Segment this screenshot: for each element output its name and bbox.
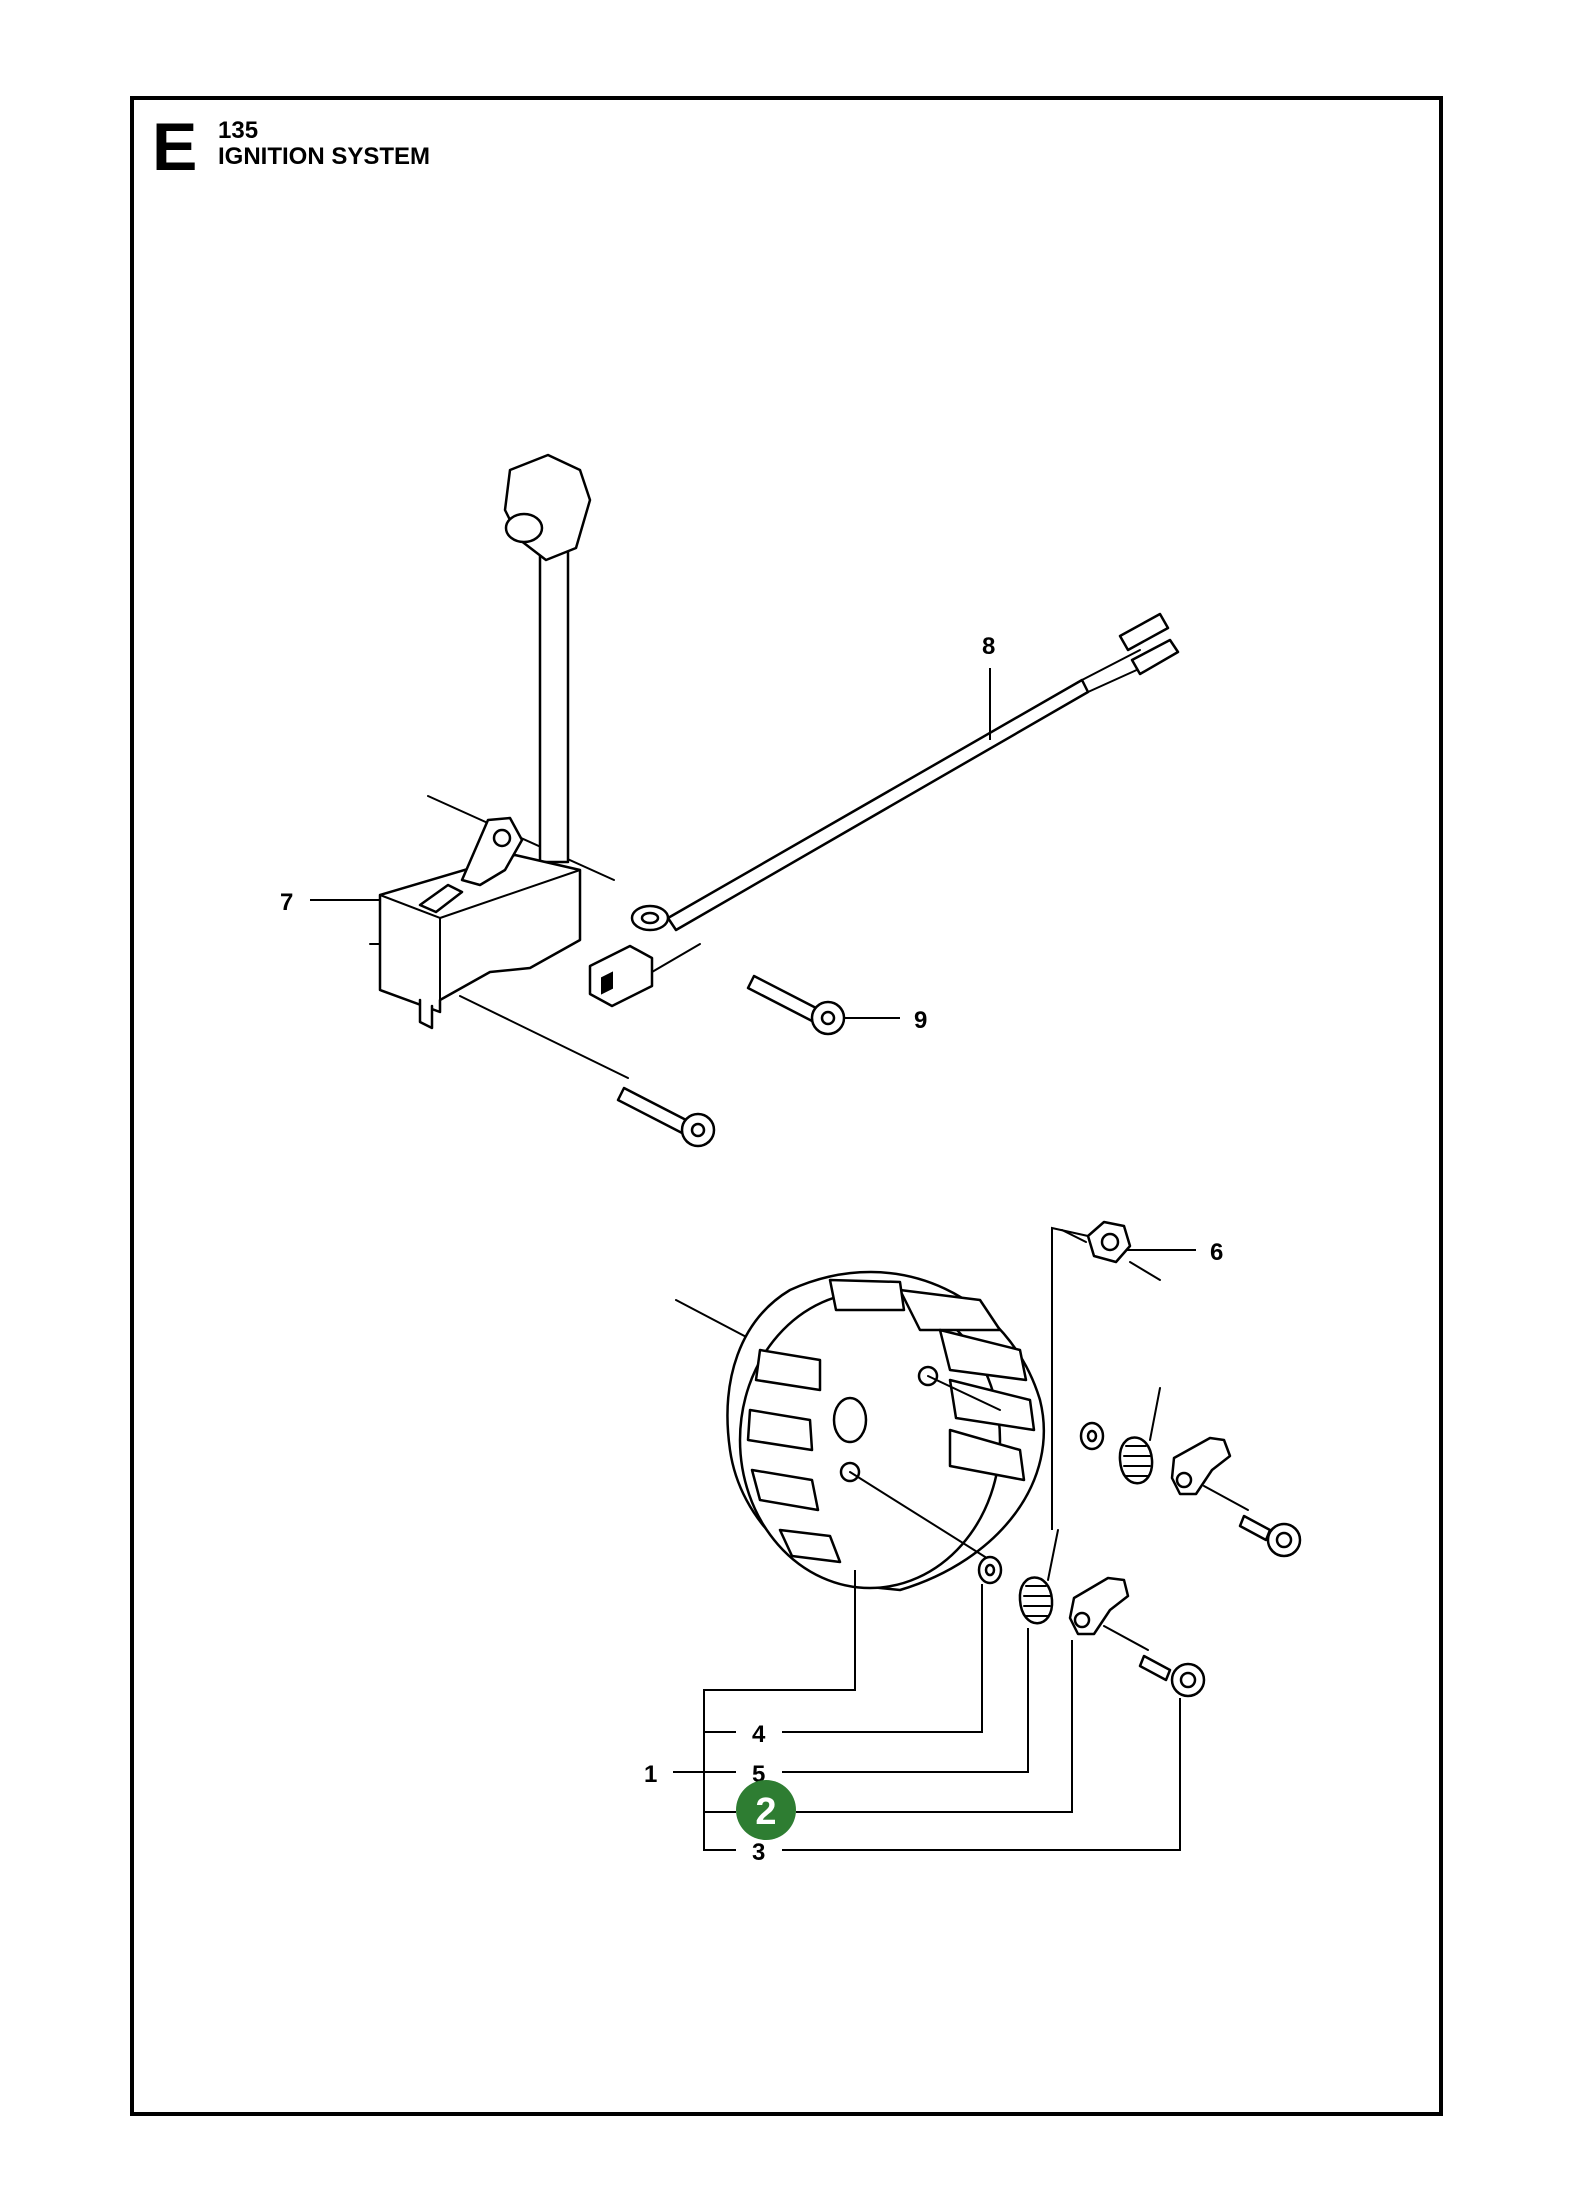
upper-pawl-screw-socket [1275,1531,1293,1549]
callout-3: 3 [752,1839,765,1866]
lower-pawl-hole [1073,1611,1091,1629]
flywheel-hub-hole [832,1396,868,1444]
lower-pawl-axis [1103,1625,1149,1651]
connector-wire [651,943,701,973]
callout-4: 4 [752,1721,766,1748]
wire-connector-pin [601,971,613,995]
flywheel-nut [1061,1220,1161,1281]
spark-plug-cap [503,453,592,562]
model-number: 135 [218,117,258,144]
fin-1 [898,1288,1002,1332]
fin-9 [828,1278,906,1312]
fin-4 [948,1428,1026,1482]
callout-2-badge[interactable]: 2 [736,1780,796,1840]
fin-7 [750,1468,820,1512]
ht-lead [538,543,570,864]
coil-lower-axis [459,995,629,1079]
fin-8 [778,1528,842,1564]
coil-screw-lower [616,1086,716,1148]
wire-cable [666,678,1090,932]
coil-tab [418,998,434,1030]
pawl-axis-lower [849,1471,991,1561]
upper-washer-hole [1086,1429,1098,1443]
upper-spring [1118,1436,1154,1485]
spark-plug-cap-opening [504,512,544,544]
coil-lug-hole [492,828,512,848]
leader-1-bracket [703,1570,856,1851]
page-frame [130,96,1443,2116]
upper-pawl-screw-shank [1238,1514,1272,1542]
nut-axis-right [1129,1261,1161,1281]
screw-socket-lower [690,1122,706,1138]
screw-shank-lower [616,1086,692,1136]
wire-upper-lead [1081,649,1141,681]
section-letter: E [152,109,197,185]
leader-4 [782,1584,983,1733]
wire-harness [588,612,1180,1008]
lower-spring [1018,1576,1054,1625]
screw-shank-upper [746,974,822,1024]
callout-1: 1 [644,1761,657,1788]
lower-washer-hole [984,1563,996,1577]
coil-screw-upper [746,974,846,1036]
lower-pawl-assembly [977,1529,1206,1698]
fin-5 [754,1348,822,1392]
ignition-coil [369,453,629,1079]
upper-pawl-axis [1203,1485,1249,1511]
leader-6-bracket [1051,1226,1089,1530]
nut-hole [1100,1232,1120,1252]
callout-8: 8 [982,633,995,660]
coil-terminal [418,883,464,914]
callout-2[interactable]: 2 [755,1791,776,1833]
callout-6: 6 [1210,1239,1223,1266]
page-title: IGNITION SYSTEM [218,143,430,170]
fin-3 [948,1378,1036,1432]
coil-body-top-edge [439,869,581,919]
coil-body [378,853,582,1014]
fin-2 [938,1328,1028,1382]
screw-socket-upper [820,1010,836,1026]
upper-pawl-hole [1175,1471,1193,1489]
callout-9: 9 [914,1007,927,1034]
upper-spring-leg [1149,1387,1161,1441]
spade-terminal-lower [1130,638,1180,676]
leader-5 [782,1628,1029,1773]
lower-pawl-screw-shank [1138,1654,1172,1682]
ring-terminal-hole [640,911,660,925]
callout-7: 7 [280,889,293,916]
flywheel [675,1270,1046,1592]
fin-6 [746,1408,814,1452]
upper-pawl-assembly [1079,1387,1302,1558]
upper-spring-coils [1123,1445,1151,1477]
wire-connector [588,944,654,1008]
leader-3 [782,1698,1181,1851]
leader-lines [310,668,1196,1851]
lower-pawl-screw-socket [1179,1671,1197,1689]
leader-2 [796,1640,1073,1813]
lower-spring-coils [1023,1585,1051,1617]
pawl-axis-upper [927,1375,1001,1411]
lower-spring-leg [1047,1529,1059,1581]
spade-terminal-upper [1118,612,1170,652]
callout-2-circle[interactable] [736,1780,796,1840]
